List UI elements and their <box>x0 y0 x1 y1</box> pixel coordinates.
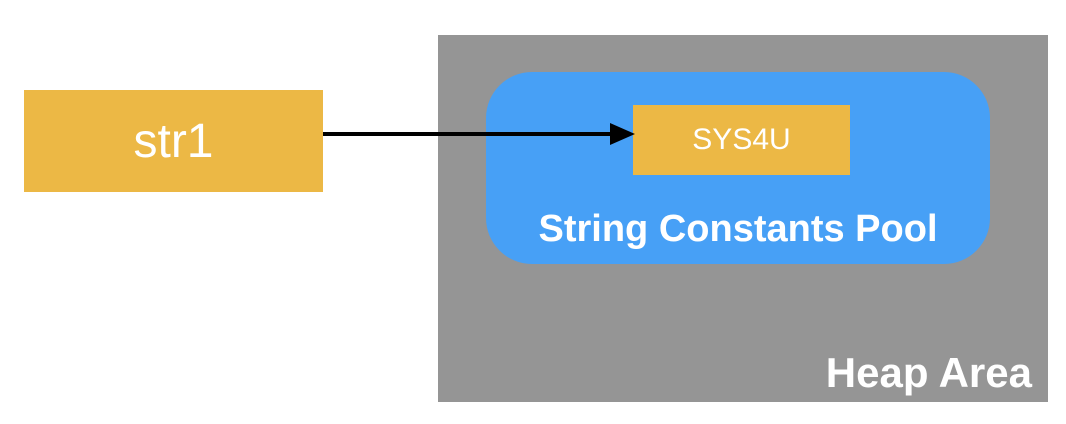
string-literal-label: SYS4U <box>692 123 791 156</box>
variable-label: str1 <box>133 114 214 168</box>
reference-arrow <box>323 123 635 145</box>
string-constants-pool-label: String Constants Pool <box>538 208 938 251</box>
variable-box: str1 <box>24 90 323 192</box>
string-literal-box: SYS4U <box>633 105 850 175</box>
heap-area-label: Heap Area <box>825 348 1032 396</box>
reference-arrowhead-icon <box>610 123 635 145</box>
string-constants-pool: SYS4U String Constants Pool <box>486 72 990 264</box>
heap-area: SYS4U String Constants Pool Heap Area <box>438 35 1048 402</box>
